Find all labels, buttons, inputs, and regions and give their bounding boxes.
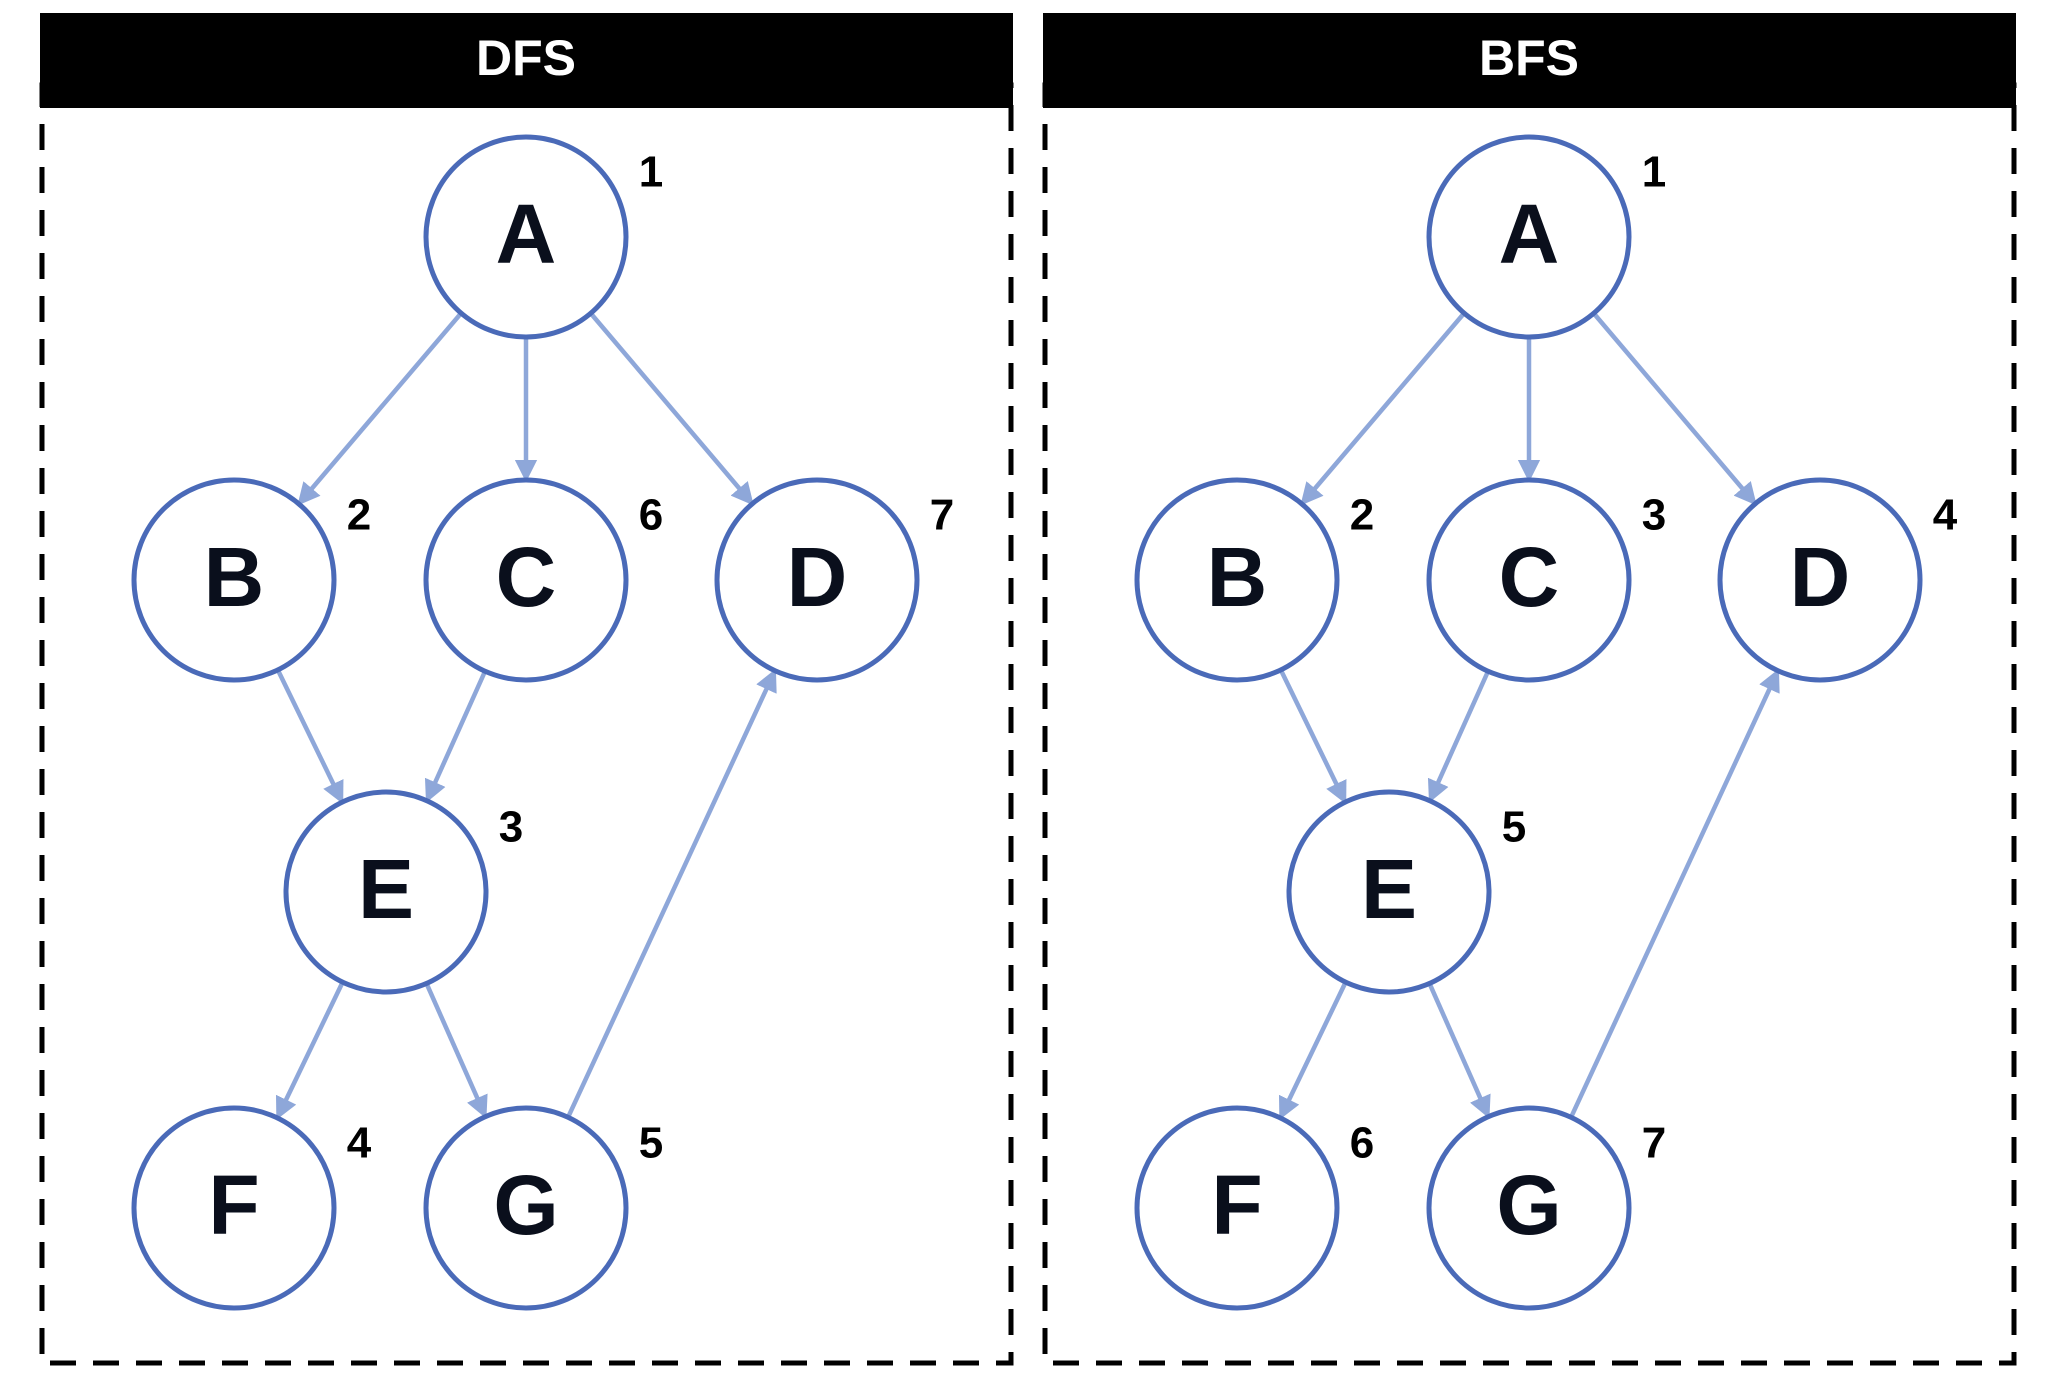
dfs-node-d-order: 7 xyxy=(930,491,954,540)
bfs-node-c-label: C xyxy=(1499,530,1560,624)
bfs-edge-e-f xyxy=(1278,981,1348,1120)
bfs-node-e: E5 xyxy=(1286,789,1526,995)
dfs-node-c-circle xyxy=(423,477,629,683)
bfs-node-d-label: D xyxy=(1790,530,1851,624)
dfs-edge-a-d xyxy=(588,311,755,506)
bfs-node-a-order: 1 xyxy=(1642,148,1666,197)
dfs-node-g-circle xyxy=(423,1105,629,1311)
dfs-node-c-order: 6 xyxy=(639,491,663,540)
bfs-node-g-circle xyxy=(1426,1105,1632,1311)
dfs-edge-a-b xyxy=(297,311,463,506)
bfs-node-a-label: A xyxy=(1499,187,1560,281)
dfs-node-d-circle xyxy=(714,477,920,683)
dfs-node-g-label: G xyxy=(493,1158,558,1252)
dfs-edge-e-g xyxy=(424,982,488,1119)
bfs-node-e-label: E xyxy=(1361,842,1417,936)
bfs-node-c-order: 3 xyxy=(1642,491,1666,540)
dfs-node-f-circle xyxy=(131,1105,337,1311)
bfs-edge-b-e xyxy=(1278,668,1348,805)
dfs-edge-g-d xyxy=(566,668,777,1119)
bfs-node-f-label: F xyxy=(1211,1158,1262,1252)
bfs-node-c-circle xyxy=(1426,477,1632,683)
bfs-edge-c-e xyxy=(1427,670,1491,803)
dfs-header-bar xyxy=(40,13,1013,108)
bfs-node-e-order: 5 xyxy=(1502,803,1526,852)
dfs-node-c: C6 xyxy=(423,477,663,683)
bfs-edge-a-d xyxy=(1591,311,1758,506)
dfs-edge-e-f xyxy=(275,981,345,1120)
bfs-node-b-order: 2 xyxy=(1350,491,1374,540)
dfs-node-b-label: B xyxy=(204,530,265,624)
bfs-node-d-circle xyxy=(1717,477,1923,683)
bfs-node-b-label: B xyxy=(1207,530,1268,624)
bfs-edge-a-b xyxy=(1300,311,1466,506)
bfs-node-c: C3 xyxy=(1426,477,1666,683)
dfs-node-e-label: E xyxy=(358,842,414,936)
dfs-node-b-order: 2 xyxy=(347,491,371,540)
bfs-node-e-circle xyxy=(1286,789,1492,995)
dfs-node-b-circle xyxy=(131,477,337,683)
dfs-node-f: F4 xyxy=(131,1105,372,1311)
dfs-node-f-order: 4 xyxy=(347,1119,372,1168)
bfs-node-g-order: 7 xyxy=(1642,1119,1666,1168)
bfs-header-bar xyxy=(1043,13,2016,108)
dfs-node-d: D7 xyxy=(714,477,954,683)
bfs-node-g-label: G xyxy=(1496,1158,1561,1252)
bfs-node-f: F6 xyxy=(1134,1105,1374,1311)
dfs-title: DFS xyxy=(476,30,576,86)
dfs-node-e: E3 xyxy=(283,789,523,995)
bfs-node-a-circle xyxy=(1426,134,1632,340)
dfs-node-f-label: F xyxy=(208,1158,259,1252)
bfs-node-a: A1 xyxy=(1426,134,1666,340)
dfs-edges xyxy=(275,311,777,1120)
bfs-node-d: D4 xyxy=(1717,477,1958,683)
bfs-node-d-order: 4 xyxy=(1933,491,1958,540)
dfs-node-e-circle xyxy=(283,789,489,995)
bfs-edge-e-g xyxy=(1427,982,1491,1119)
bfs-title: BFS xyxy=(1479,30,1579,86)
dfs-node-a-label: A xyxy=(496,187,557,281)
bfs-edge-g-d xyxy=(1569,668,1780,1119)
dfs-node-e-order: 3 xyxy=(499,803,523,852)
dfs-edge-b-e xyxy=(275,668,345,805)
bfs-node-g: G7 xyxy=(1426,1105,1666,1311)
bfs-edges xyxy=(1278,311,1780,1120)
dfs-node-g-order: 5 xyxy=(639,1119,663,1168)
dfs-node-b: B2 xyxy=(131,477,371,683)
dfs-node-a-circle xyxy=(423,134,629,340)
bfs-node-b-circle xyxy=(1134,477,1340,683)
dfs-node-a: A1 xyxy=(423,134,663,340)
bfs-node-f-order: 6 xyxy=(1350,1119,1374,1168)
dfs-node-a-order: 1 xyxy=(639,148,663,197)
bfs-node-b: B2 xyxy=(1134,477,1374,683)
dfs-edge-c-e xyxy=(424,670,488,803)
dfs-node-g: G5 xyxy=(423,1105,663,1311)
dfs-node-c-label: C xyxy=(496,530,557,624)
dfs-node-d-label: D xyxy=(787,530,848,624)
bfs-node-f-circle xyxy=(1134,1105,1340,1311)
